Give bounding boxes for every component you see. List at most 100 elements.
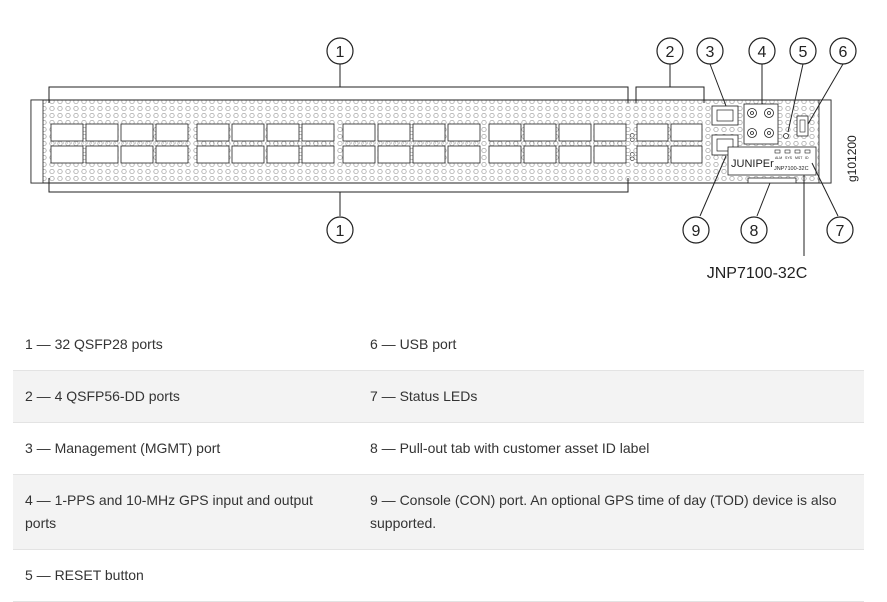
status-led [784, 149, 791, 154]
callout-number: 7 [836, 223, 845, 240]
qsfp28-port [120, 123, 154, 142]
qsfp56dd-port [670, 145, 703, 164]
figure-id: g101200 [845, 135, 859, 182]
status-led [804, 149, 811, 154]
qsfp28-port [342, 123, 376, 142]
usb-port [796, 115, 809, 137]
callout-number: 8 [750, 223, 759, 240]
status-led [794, 149, 801, 154]
legend-cell: 3 — Management (MGMT) port [25, 440, 221, 456]
legend-cell: 2 — 4 QSFP56-DD ports [13, 370, 358, 423]
qsfp28-port [85, 123, 119, 142]
callout-number: 5 [799, 44, 808, 61]
legend-cell: 5 — RESET button [25, 567, 144, 583]
model-label: JNP7100-32C [707, 265, 808, 282]
led-label: MST [795, 156, 803, 160]
callout-number: 1 [336, 44, 345, 61]
qsfp28-port [301, 123, 335, 142]
legend-cell: 4 — 1-PPS and 10-MHz GPS input and outpu… [13, 474, 358, 550]
led-label: ID [805, 156, 809, 160]
qsfp28-port [412, 123, 446, 142]
qsfp28-port [50, 123, 84, 142]
brand-logo: JUNIPEr [731, 158, 774, 170]
legend-row: 3 — Management (MGMT) port 8 — Pull-out t… [13, 423, 864, 475]
qsfp28-port [523, 145, 557, 164]
legend-table: 1 — 32 QSFP28 ports 6 — USB port 2 — 4 QSF… [13, 319, 864, 602]
qsfp28-port [447, 123, 481, 142]
callout-bracket-1-bottom [48, 178, 629, 216]
qsfp28-port [558, 145, 592, 164]
qsfp28-port [120, 145, 154, 164]
callout-number: 9 [692, 223, 701, 240]
qsfp28-port [488, 123, 522, 142]
callout-number: 2 [666, 44, 675, 61]
qsfp28-port [593, 123, 627, 142]
leader-lines [699, 63, 844, 256]
callout-circle [740, 216, 768, 244]
legend-cell: 8 — Pull-out tab with customer asset ID … [370, 440, 650, 456]
callout-circle [326, 37, 354, 65]
qsfp28-port [231, 123, 265, 142]
qsfp28-port [523, 123, 557, 142]
qsfp28-port [155, 145, 189, 164]
callout-circle [326, 216, 354, 244]
qsfp28-port [377, 145, 411, 164]
legend-cell: 1 — 32 QSFP28 ports [25, 336, 163, 352]
callout-circle [829, 37, 857, 65]
qsfp28-port [155, 123, 189, 142]
callout-number: 3 [706, 44, 715, 61]
qsfp28-port [377, 123, 411, 142]
qsfp28-port [412, 145, 446, 164]
callout-circle [789, 37, 817, 65]
callout-circle [826, 216, 854, 244]
legend-row: 4 — 1-PPS and 10-MHz GPS input and outpu… [13, 474, 864, 550]
legend-row: 5 — RESET button [13, 550, 864, 602]
pull-out-tab [747, 177, 797, 184]
legend-cell [358, 550, 864, 602]
reset-button [783, 133, 789, 139]
gps-connectors [743, 103, 779, 145]
callouts: 1 2 3 4 5 6 1 9 8 7 [326, 37, 857, 244]
qsfp28-port [342, 145, 376, 164]
callout-bracket-1-top [48, 64, 629, 103]
led-label: ALM [775, 156, 782, 160]
qsfp28-port [196, 123, 230, 142]
callout-circle [682, 216, 710, 244]
qsfp56dd-ports [636, 123, 703, 164]
qsfp56dd-port [636, 123, 669, 142]
qsfp28-port [301, 145, 335, 164]
qsfp28-port [266, 145, 300, 164]
brand-panel: JUNIPEr JNP7100-32C [727, 146, 817, 176]
callout-circle [656, 37, 684, 65]
qsfp28-port [488, 145, 522, 164]
led-label: SYS [785, 156, 793, 160]
callout-circle [696, 37, 724, 65]
qsfp28-port [196, 145, 230, 164]
qsfp28-port [593, 145, 627, 164]
callout-number: 1 [336, 223, 345, 240]
mgmt-port [711, 105, 739, 126]
legend-cell: 6 — USB port [370, 336, 457, 352]
callout-circle [748, 37, 776, 65]
qsfp28-port [231, 145, 265, 164]
qsfp28-port [85, 145, 119, 164]
qsfp28-port [447, 145, 481, 164]
qsfp28-port [266, 123, 300, 142]
qsfp28-port [50, 145, 84, 164]
callout-bracket-2 [635, 64, 705, 103]
legend-cell: 7 — Status LEDs [358, 370, 864, 423]
legend-cell: 9 — Console (CON) port. An optional GPS … [358, 474, 864, 550]
panel-model-label: JNP7100-32C [774, 166, 809, 172]
chassis-front-panel [30, 99, 832, 184]
side-label: CO [628, 152, 634, 161]
qsfp56dd-port [636, 145, 669, 164]
callout-number: 4 [758, 44, 767, 61]
qsfp56dd-port [670, 123, 703, 142]
callout-number: 6 [839, 44, 848, 61]
qsfp28-ports [50, 123, 627, 164]
legend-row: 1 — 32 QSFP28 ports 6 — USB port [13, 319, 864, 371]
status-led [774, 149, 781, 154]
